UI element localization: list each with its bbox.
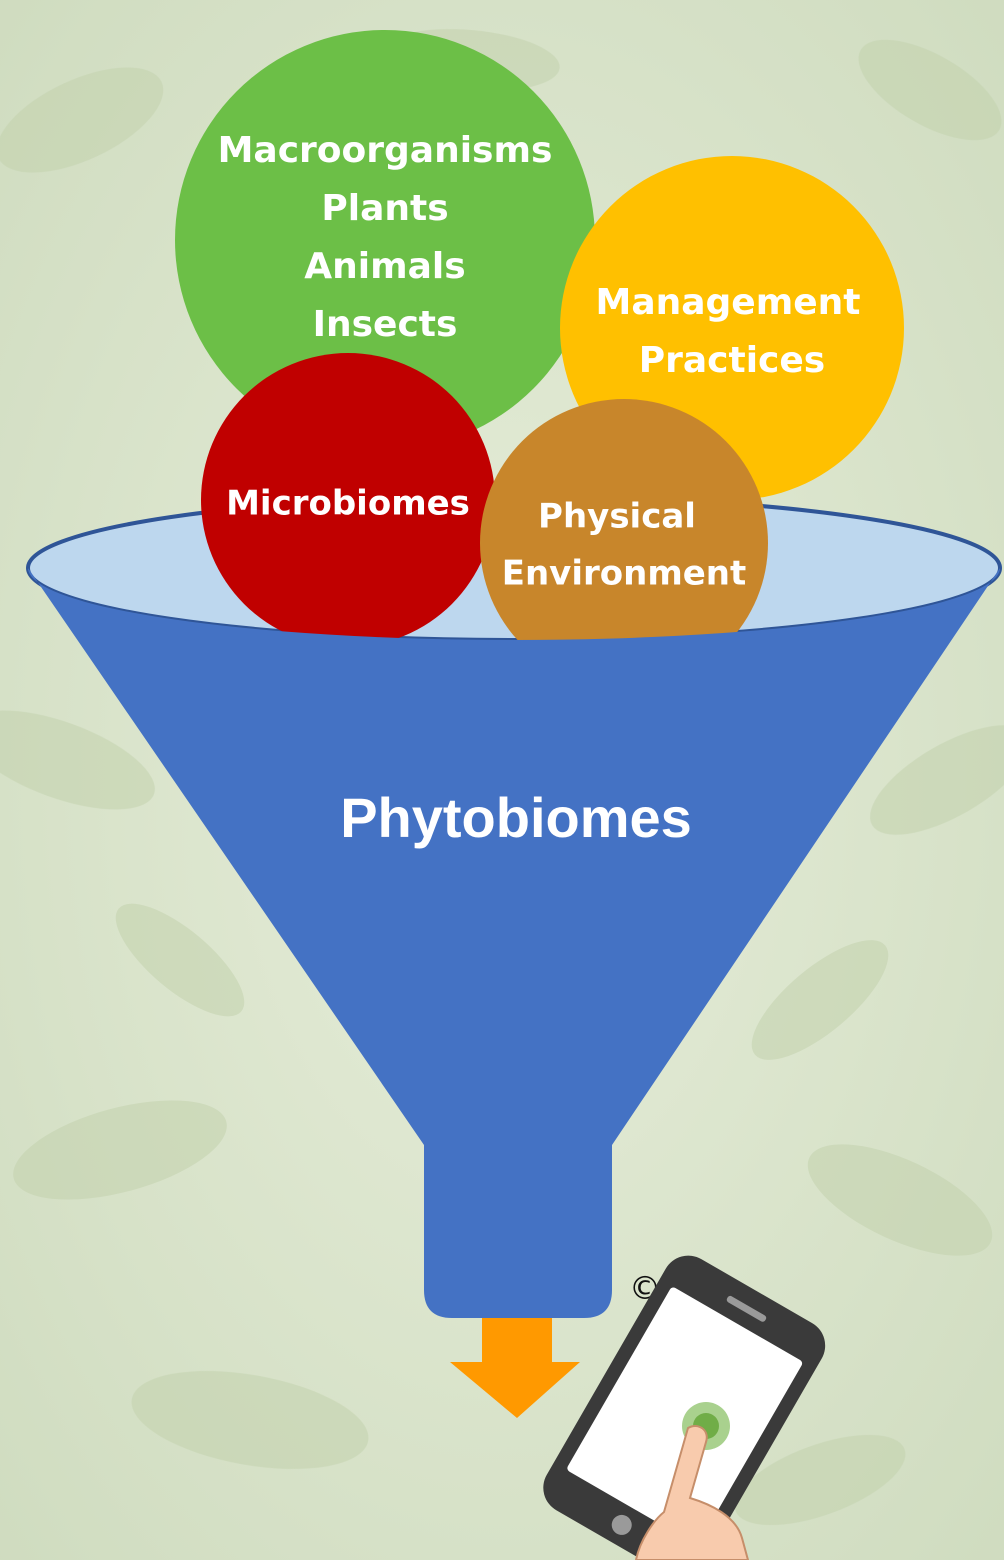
animals-label: Animals <box>304 246 465 287</box>
environment-label: Environment <box>502 554 747 594</box>
management-label: Management <box>596 282 861 323</box>
phytobiomes-label: Phytobiomes <box>340 786 692 849</box>
plants-label: Plants <box>321 188 448 229</box>
macroorganisms-label: Macroorganisms <box>218 130 553 171</box>
down-arrow-icon <box>450 1318 580 1418</box>
insects-label: Insects <box>313 304 458 345</box>
practices-label: Practices <box>639 340 826 381</box>
output-arrow <box>450 1318 580 1418</box>
funnel-cone <box>28 568 1000 1318</box>
microbiomes-label: Microbiomes <box>226 484 470 524</box>
physical-label: Physical <box>538 497 696 537</box>
microbiomes-circle: Microbiomes <box>201 353 495 647</box>
funnel-body: Phytobiomes <box>28 568 1000 1318</box>
